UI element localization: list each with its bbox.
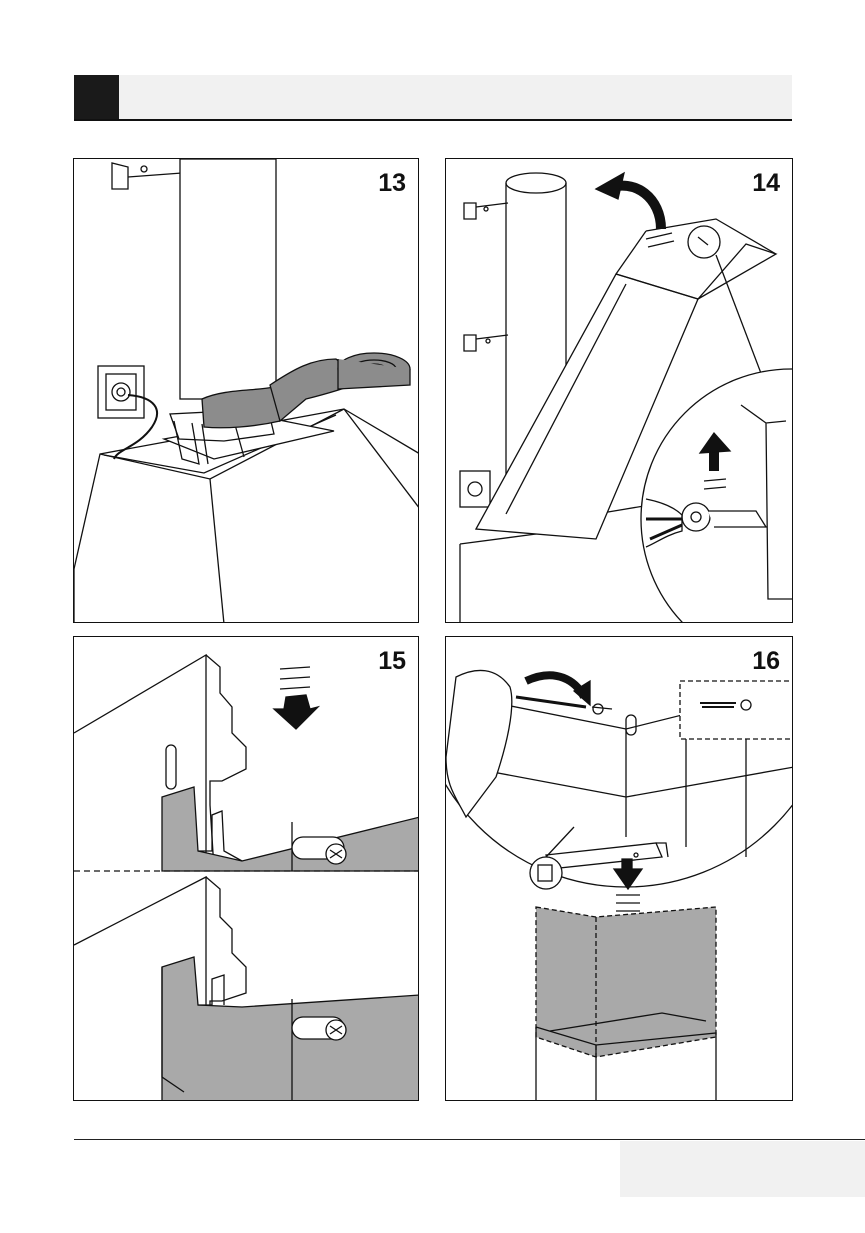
step-16-illustration	[446, 637, 793, 1101]
step-13-illustration	[74, 159, 419, 623]
step-panel-14: 14	[445, 158, 793, 623]
step-number: 13	[378, 169, 406, 198]
step-15-illustration	[74, 637, 419, 1101]
power-socket-icon	[460, 471, 490, 507]
step-number: 16	[752, 647, 780, 676]
step-panel-15: 15	[73, 636, 419, 1101]
step-14-illustration	[446, 159, 793, 623]
section-header	[74, 75, 792, 121]
section-marker	[74, 75, 119, 119]
step-number: 15	[378, 647, 406, 676]
step-number: 14	[752, 169, 780, 198]
step-panel-13: 13	[73, 158, 419, 623]
footer-rule	[74, 1139, 865, 1140]
footer-page-box	[620, 1141, 865, 1197]
step-panel-16: 16	[445, 636, 793, 1101]
arrow-down-icon	[274, 695, 318, 729]
